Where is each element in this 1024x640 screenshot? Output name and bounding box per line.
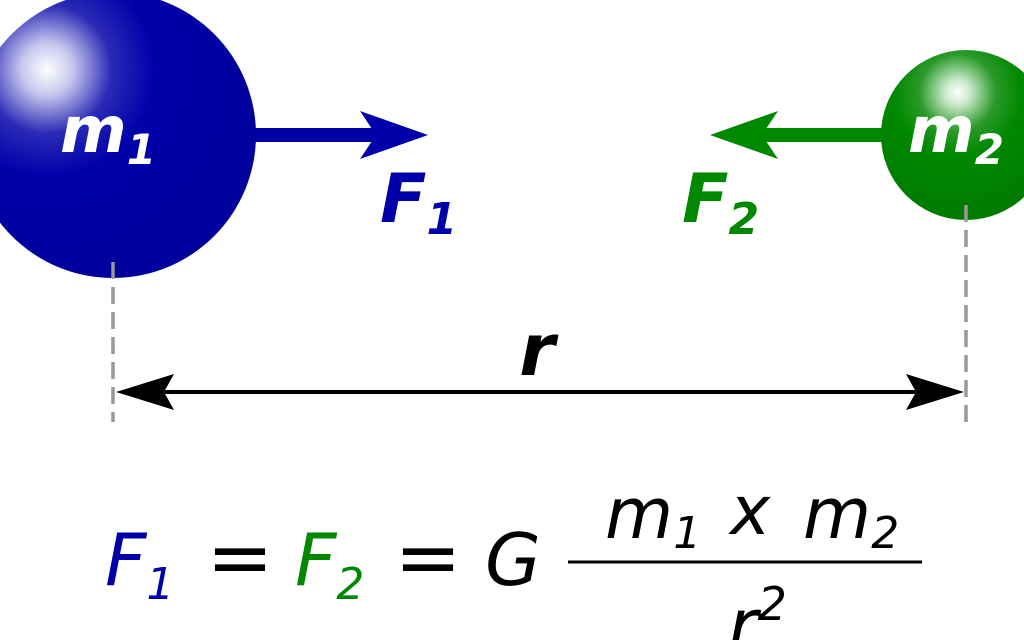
eq-denominator: r2 [728, 577, 787, 640]
equation-lhs: F1 [105, 518, 174, 610]
mass2-sphere [881, 50, 1024, 220]
eq-num-m2-sub: 2 [871, 508, 899, 559]
eq-equals-2: = [394, 511, 461, 604]
eq-den-main: r [728, 583, 762, 640]
force2-label: F2 [682, 160, 759, 245]
mass1-label-main: m [60, 94, 127, 168]
eq-f2-main: F [295, 518, 338, 602]
distance-arrowhead-right [906, 374, 964, 410]
eq-times: x [728, 472, 771, 551]
eq-num-m2-main: m [803, 473, 871, 555]
force1-arrowhead [360, 111, 428, 159]
force1-label-sub: 1 [426, 194, 457, 245]
mass2-label-main: m [908, 94, 975, 168]
distance-label: r [519, 308, 559, 392]
mass2-label-sub: 2 [975, 125, 1004, 174]
force2-arrowhead [710, 111, 778, 159]
mass2-label: m2 [908, 94, 1004, 174]
distance-arrowhead-left [116, 374, 174, 410]
eq-f1-main: F [105, 518, 148, 602]
eq-numerator-m2: m2 [803, 473, 899, 559]
mass1-label: m1 [60, 94, 156, 174]
mass1-label-sub: 1 [127, 125, 156, 174]
eq-numerator-m1: m1 [605, 473, 701, 559]
eq-den-exp: 2 [758, 577, 787, 631]
eq-num-m1-main: m [605, 473, 673, 555]
force1-label-main: F [380, 160, 426, 239]
eq-constant-g: G [485, 518, 541, 602]
equation-f2: F2 [295, 518, 364, 610]
eq-f1-sub: 1 [146, 559, 174, 610]
eq-equals-1: = [206, 511, 273, 604]
eq-f2-sub: 2 [336, 559, 364, 610]
eq-num-m1-sub: 1 [673, 508, 701, 559]
force2-label-main: F [682, 160, 728, 239]
mass1-sphere [0, 0, 256, 278]
force2-label-sub: 2 [728, 194, 759, 245]
force1-label: F1 [380, 160, 457, 245]
